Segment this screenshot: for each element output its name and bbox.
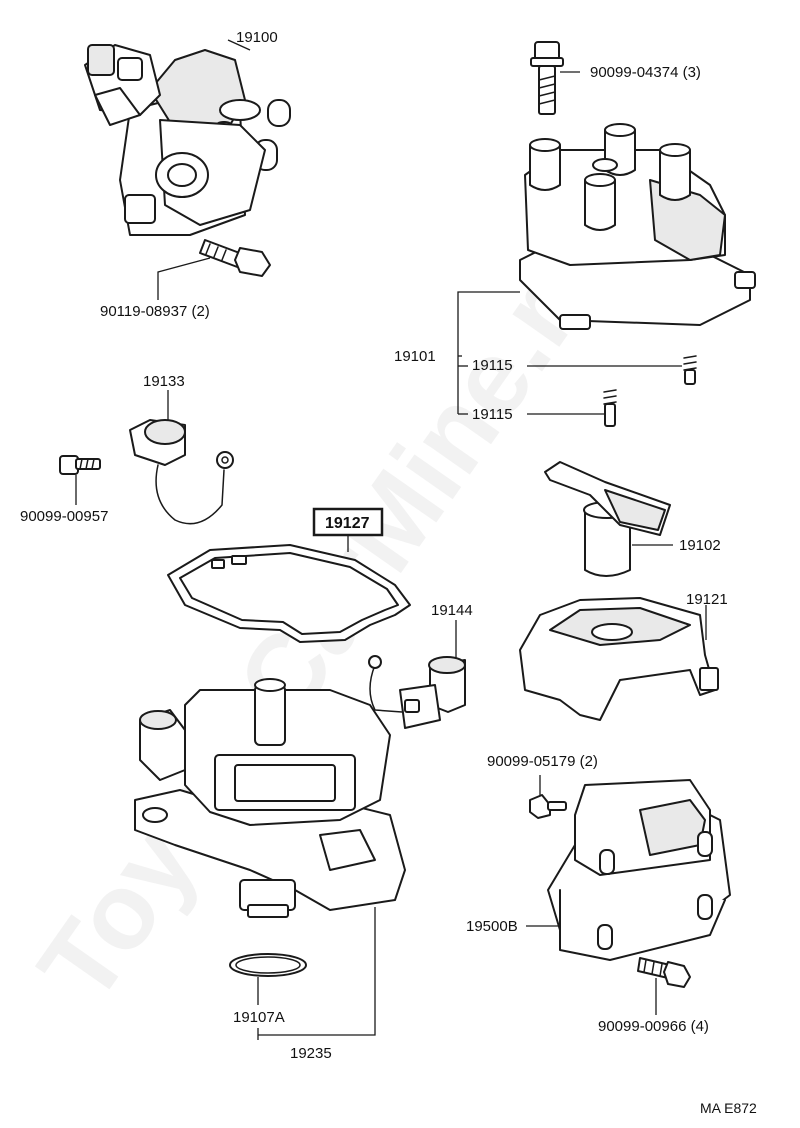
label-19121: 19121 [686, 591, 728, 608]
screw-90099-00957-drawing[interactable] [59, 455, 101, 475]
label-90099-04374: 90099-04374 (3) [590, 64, 701, 81]
bolt-90119-08937-drawing[interactable] [199, 239, 271, 277]
diagram-reference: MA E872 [700, 1100, 757, 1116]
label-19127: 19127 [325, 515, 370, 532]
label-90099-00966: 90099-00966 (4) [598, 1018, 709, 1035]
dust-cover-19121-drawing[interactable] [519, 597, 719, 721]
label-19235: 19235 [290, 1045, 332, 1062]
label-19115-b: 19115 [472, 406, 513, 423]
label-19115-a: 19115 [472, 357, 513, 374]
carbon-19115-lower-drawing[interactable] [603, 389, 617, 427]
label-19144: 19144 [431, 602, 473, 619]
label-90099-05179: 90099-05179 (2) [487, 753, 598, 770]
distributor-assembly-drawing[interactable] [84, 44, 291, 236]
gasket-19127-drawing[interactable] [167, 544, 411, 643]
distributor-cap-drawing[interactable] [519, 123, 756, 330]
ignition-coil-19500B-drawing[interactable] [547, 779, 731, 961]
nut-90099-05179-drawing[interactable] [529, 794, 567, 819]
label-90119-08937: 90119-08937 (2) [100, 303, 210, 320]
screw-90099-04374-drawing[interactable] [530, 41, 564, 115]
screw-90099-00966-drawing[interactable] [637, 957, 691, 988]
condenser-19133-drawing[interactable] [129, 419, 234, 525]
igniter-19144-drawing[interactable] [368, 655, 466, 729]
rotor-19102-drawing[interactable] [544, 461, 671, 577]
o-ring-19107A-drawing[interactable] [229, 953, 307, 977]
label-90099-00957: 90099-00957 [20, 508, 108, 525]
spring-19115-upper-drawing[interactable] [683, 355, 697, 385]
label-19101: 19101 [394, 348, 436, 365]
label-19107A: 19107A [233, 1009, 285, 1026]
label-19102: 19102 [679, 537, 721, 554]
label-19100: 19100 [236, 29, 278, 46]
label-19500B: 19500B [466, 918, 518, 935]
label-19133: 19133 [143, 373, 185, 390]
housing-19235-drawing[interactable] [134, 678, 406, 918]
